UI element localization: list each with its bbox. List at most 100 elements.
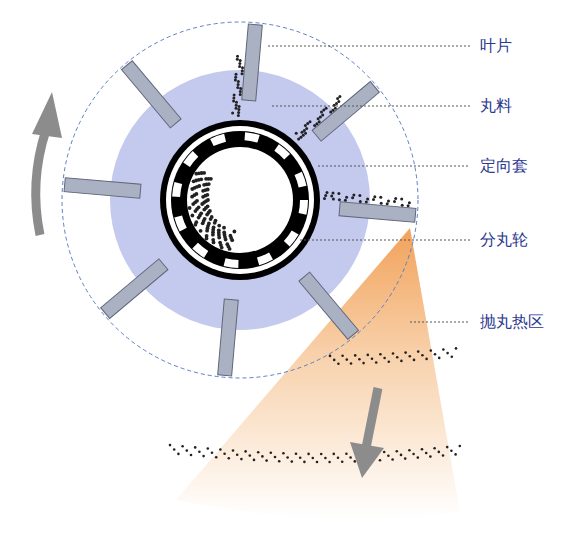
pellet [394,197,397,200]
pellet [208,209,212,213]
pellet [330,195,333,198]
pellet [217,228,221,232]
pellet [322,109,325,112]
pellet [207,447,210,450]
pellet [195,199,199,203]
pellet [222,231,226,235]
blades [64,24,416,376]
pellet [229,234,233,238]
pellet [211,452,214,455]
pellet [299,136,302,139]
pellet [433,447,436,450]
pellet [408,201,411,204]
pellet [218,241,222,245]
pellet [295,452,298,455]
pellet [450,450,453,453]
pellet [211,238,215,242]
pellet [320,111,323,114]
pellet [249,454,252,457]
pellet [375,361,378,364]
pellet [190,454,193,457]
pellet [359,200,362,203]
pellet [386,202,389,205]
pellet [409,355,412,358]
pellet [320,453,323,456]
pellet [337,457,340,460]
pellet [421,354,424,357]
pellet [404,457,407,460]
pellet [332,192,335,195]
pellet [222,226,226,230]
pellet [438,357,441,360]
pellet [244,450,247,453]
pellet [337,363,340,366]
blade [101,259,168,319]
pellet [442,454,445,457]
pellet [217,224,221,228]
pellet [307,453,310,456]
pellet [270,452,273,455]
pellet [383,357,386,360]
blade [64,178,141,199]
pellet [239,87,242,90]
pellet [312,457,315,460]
pellet [309,120,312,123]
pellet [333,359,336,362]
pellet [194,446,197,449]
pellet [169,444,172,447]
pellet [261,455,264,458]
pellet [194,220,198,224]
pellet [210,215,214,219]
pellet [412,453,415,456]
pellet [199,229,203,233]
pellet [228,457,231,460]
pellet [191,214,195,218]
pellet [400,198,403,201]
pellet [446,446,449,449]
pellet [236,55,239,58]
pellet [442,348,445,351]
pellet [429,455,432,458]
pellet [404,351,407,354]
pellet [408,449,411,452]
pellet [391,458,394,461]
pellet [387,455,390,458]
pellet [396,450,399,453]
pellet [206,204,210,208]
pellet [235,104,238,107]
pellet [332,198,335,201]
pellet [253,459,256,462]
part-label: 丸料 [478,96,514,115]
pellet [323,197,326,200]
pellet [387,199,390,202]
pellet [446,352,449,355]
pellet [257,451,260,454]
part-label: 定向套 [478,156,530,175]
pellet [241,66,244,69]
pellet [202,171,206,175]
pellet [306,122,309,125]
pellet [328,461,331,464]
pellet [350,362,353,365]
pellet [326,191,329,194]
pellet [237,108,240,111]
pellet [232,100,235,103]
pellet [199,211,203,215]
pellet [362,362,365,365]
pellet [349,456,352,459]
pellet [366,198,369,201]
pellet [186,449,189,452]
pellet [373,195,376,198]
pellet [205,234,209,238]
pellet [282,452,285,455]
pellet [197,184,201,188]
pellet [379,353,382,356]
pellet [304,132,307,135]
pellet [209,177,213,181]
pellet [303,461,306,464]
pellet [238,62,241,65]
pellet [265,459,268,462]
pellet [383,451,386,454]
pellet [301,131,304,134]
pellet [232,449,235,452]
